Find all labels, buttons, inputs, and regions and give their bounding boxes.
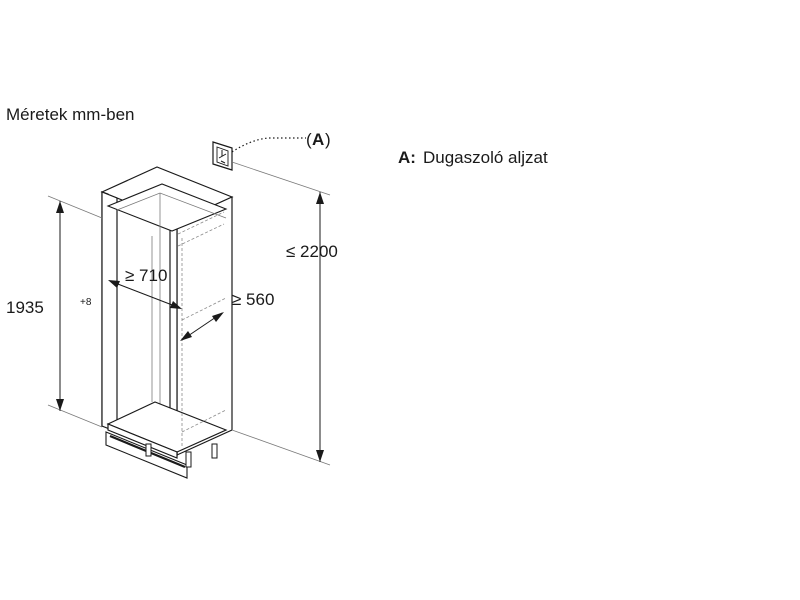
callout-close-paren: )	[325, 130, 331, 149]
callout-label: A	[312, 130, 324, 149]
legend-text: Dugaszoló aljzat	[423, 148, 548, 167]
max-height-value: ≤ 2200	[286, 242, 338, 261]
height-dimension	[47, 195, 103, 428]
width-dimension	[108, 280, 182, 309]
callout-open-paren: (	[306, 130, 312, 149]
callout-leader	[231, 137, 306, 153]
title: Méretek mm-ben	[6, 105, 134, 124]
socket-outlet-icon	[212, 141, 233, 171]
width-value: ≥ 710	[125, 266, 167, 285]
cabinet-niche	[100, 166, 234, 479]
legend-key: A:	[398, 148, 416, 167]
depth-dimension	[180, 312, 224, 341]
depth-value: ≥ 560	[232, 290, 274, 309]
height-tolerance: +8	[80, 297, 92, 308]
max-height-dimension	[231, 161, 331, 466]
height-value: 1935	[6, 298, 44, 317]
